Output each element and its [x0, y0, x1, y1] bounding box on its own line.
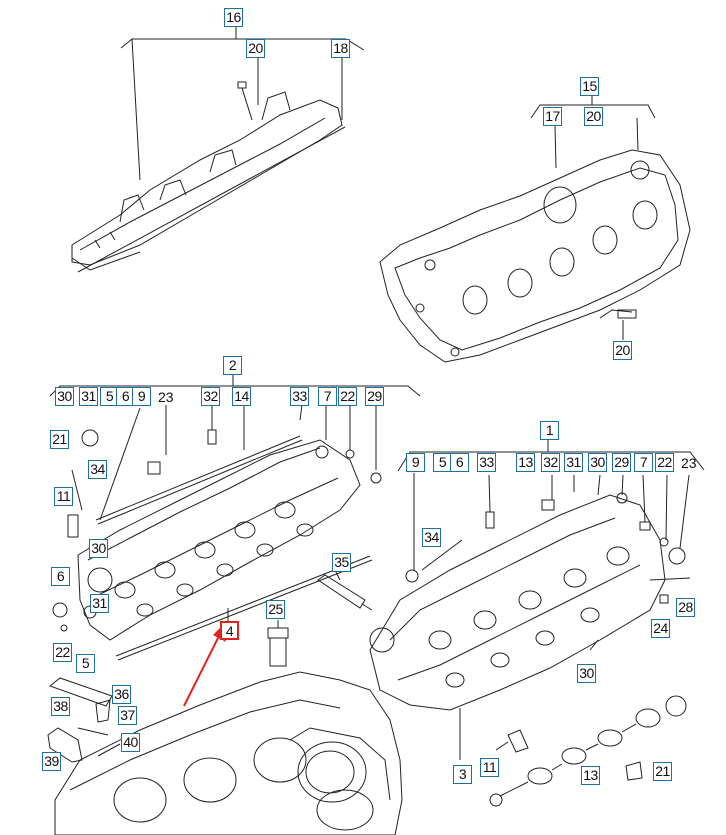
- callout-9: 9: [132, 387, 151, 406]
- callout-22: 22: [338, 387, 357, 406]
- callout-7: 7: [318, 387, 337, 406]
- callout-33: 33: [477, 453, 496, 472]
- callout-37: 37: [118, 706, 137, 725]
- cylinder-head-left: [48, 430, 381, 762]
- callout-25: 25: [266, 600, 285, 619]
- callout-11: 11: [54, 487, 73, 506]
- callout-4-selected[interactable]: 4: [220, 621, 239, 640]
- callout-39: 39: [42, 752, 61, 771]
- label-23: 23: [681, 455, 697, 471]
- callout-40: 40: [121, 733, 140, 752]
- callout-21: 21: [653, 762, 672, 781]
- callout-30: 30: [588, 453, 607, 472]
- cylinder-head-right: [370, 493, 690, 760]
- callout-5: 5: [100, 387, 119, 406]
- part-21-right: [626, 762, 642, 780]
- leader-bracket-15: [531, 105, 655, 118]
- part-25-sleeve: [268, 620, 288, 666]
- callout-31: 31: [564, 453, 583, 472]
- callout-33: 33: [290, 387, 309, 406]
- callout-30: 30: [55, 387, 74, 406]
- valve-cover-left: [72, 82, 345, 272]
- callout-34: 34: [422, 528, 441, 547]
- callout-22: 22: [655, 453, 674, 472]
- callout-30: 30: [577, 664, 596, 683]
- leader-bracket-16: [121, 39, 364, 50]
- callout-6: 6: [51, 567, 70, 586]
- callout-18: 18: [331, 39, 350, 58]
- callout-32: 32: [541, 453, 560, 472]
- callout-15: 15: [580, 77, 599, 96]
- callout-1: 1: [540, 421, 559, 440]
- callout-31: 31: [79, 387, 98, 406]
- callout-5: 5: [76, 654, 95, 673]
- callout-35: 35: [332, 553, 351, 572]
- callout-6: 6: [450, 453, 469, 472]
- label-23: 23: [158, 389, 174, 405]
- callout-11: 11: [480, 758, 499, 777]
- callout-16: 16: [224, 8, 243, 27]
- callout-30: 30: [89, 539, 108, 558]
- callout-3: 3: [453, 765, 472, 784]
- callout-36: 36: [112, 685, 131, 704]
- callout-20: 20: [246, 39, 265, 58]
- callout-9: 9: [406, 453, 425, 472]
- callout-13: 13: [581, 766, 600, 785]
- callout-13: 13: [516, 453, 535, 472]
- part-35-sealant-tube: [318, 572, 372, 610]
- callout-7: 7: [634, 453, 653, 472]
- callout-31: 31: [90, 594, 109, 613]
- callout-20: 20: [584, 107, 603, 126]
- callout-28: 28: [676, 598, 695, 617]
- callout-38: 38: [51, 697, 70, 716]
- callout-29: 29: [365, 387, 384, 406]
- callout-29: 29: [612, 453, 631, 472]
- callout-32: 32: [201, 387, 220, 406]
- callout-21: 21: [50, 430, 69, 449]
- callout-2: 2: [223, 356, 242, 375]
- callout-34: 34: [88, 460, 107, 479]
- callout-20: 20: [613, 341, 632, 360]
- valve-cover-right: [380, 150, 690, 362]
- engine-block: [55, 672, 402, 835]
- callout-17: 17: [543, 107, 562, 126]
- callout-14: 14: [232, 387, 251, 406]
- leader-bracket-1: [398, 452, 704, 471]
- exhaust-gasket-right: [490, 696, 686, 806]
- callout-22: 22: [53, 643, 72, 662]
- callout-24: 24: [651, 619, 670, 638]
